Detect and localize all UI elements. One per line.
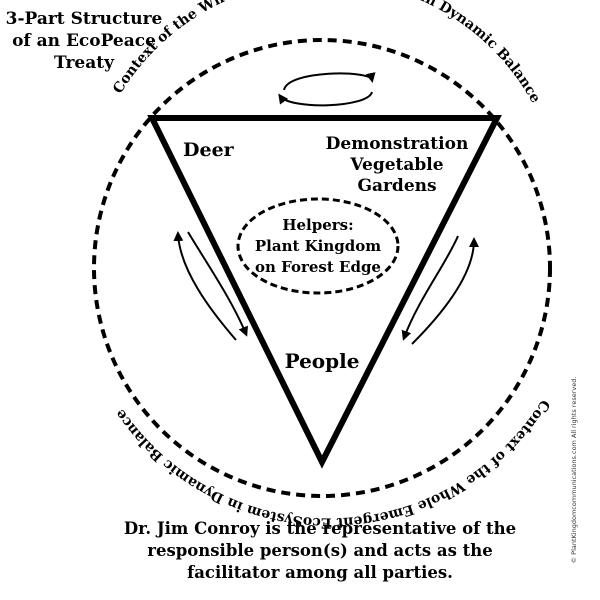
structure-triangle: [147, 115, 502, 469]
copyright-notice: © PlantKingdomcommunications.com All rig…: [570, 377, 578, 564]
ring-text-top-path: Context of the Whole Emergent EcoSystem …: [110, 0, 543, 106]
ring-text-bottom-path: Context of the Whole Emergent EcoSystem …: [112, 397, 552, 531]
helpers-line-3: on Forest Edge: [255, 258, 381, 276]
ring-text-top: Context of the Whole Emergent EcoSystem …: [110, 0, 543, 106]
node-gardens-line-3: Gardens: [357, 176, 436, 196]
ring-text-bottom: Context of the Whole Emergent EcoSystem …: [112, 397, 552, 531]
helpers-line-2: Plant Kingdom: [255, 237, 381, 255]
helpers-ellipse: [236, 197, 400, 295]
node-gardens-line-2: Vegetable: [349, 155, 443, 175]
left-cycle-arrow: [173, 231, 248, 341]
top-cycle-arrow: [278, 72, 376, 107]
title-line-1: 3-Part Structure: [6, 9, 163, 29]
title-line-2: of an EcoPeace: [12, 31, 156, 51]
title-line-3: Treaty: [54, 53, 115, 73]
right-cycle-arrow: [401, 235, 479, 345]
helpers-line-1: Helpers:: [282, 216, 353, 234]
caption-line-1: Dr. Jim Conroy is the representative of …: [124, 519, 516, 538]
node-people: People: [285, 349, 360, 373]
caption-line-2: responsible person(s) and acts as the: [147, 541, 493, 560]
node-deer: Deer: [183, 139, 235, 161]
context-circle: [92, 38, 552, 498]
node-gardens-line-1: Demonstration: [326, 134, 469, 154]
caption-line-3: facilitator among all parties.: [187, 563, 453, 582]
